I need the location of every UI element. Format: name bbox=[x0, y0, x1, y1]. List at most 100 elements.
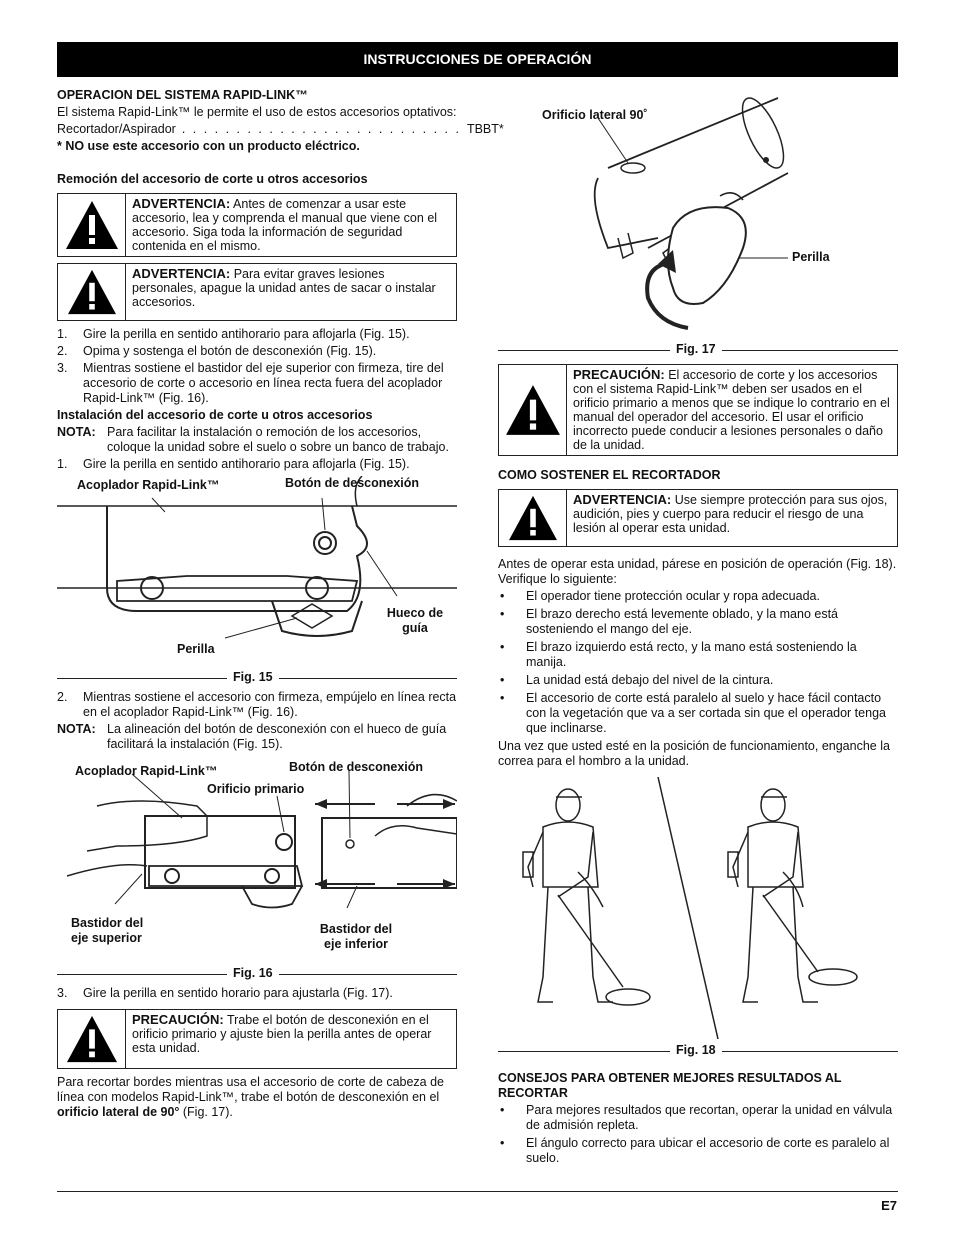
section-header: INSTRUCCIONES DE OPERACIÓN bbox=[57, 42, 898, 77]
warning-label: ADVERTENCIA: bbox=[573, 492, 672, 507]
warning-icon bbox=[499, 365, 567, 455]
caution-text: Trabe el botón de desconexión en el orif… bbox=[132, 1013, 432, 1055]
warning-label: ADVERTENCIA: bbox=[132, 266, 231, 281]
step-text: Gire la perilla en sentido horario para … bbox=[83, 986, 393, 1000]
holding-checklist: •El operador tiene protección ocular y r… bbox=[498, 589, 898, 736]
section-title-install: Instalación del accesorio de corte u otr… bbox=[57, 408, 373, 422]
list-item: 2.Mientras sostiene el accesorio con fir… bbox=[57, 690, 457, 720]
list-item: •El brazo derecho está levemente oblado,… bbox=[498, 607, 898, 637]
warning-icon bbox=[499, 490, 567, 546]
fig15-caption-row: Fig. 15 bbox=[57, 670, 457, 686]
caution-text: El accesorio de corte y los accesorios c… bbox=[573, 368, 890, 452]
knob-illustration bbox=[593, 97, 789, 330]
fig16-caption-row: Fig. 16 bbox=[57, 966, 457, 982]
edging-bold: orificio lateral de 90° bbox=[57, 1105, 180, 1119]
label-side-hole: Orificio lateral 90˚ bbox=[542, 108, 648, 122]
figure-caption: Fig. 16 bbox=[227, 966, 279, 981]
warning-icon bbox=[58, 264, 126, 320]
install-illustration bbox=[66, 770, 458, 909]
label-lower-shaft: Bastidor del eje inferior bbox=[319, 922, 393, 951]
footer-divider bbox=[57, 1191, 898, 1192]
list-item: •El accesorio de corte está paralelo al … bbox=[498, 691, 898, 736]
figure-caption: Fig. 15 bbox=[227, 670, 279, 685]
edging-paragraph: Para recortar bordes mientras usa el acc… bbox=[57, 1075, 457, 1120]
step-text: Gire la perilla en sentido antihorario p… bbox=[83, 457, 410, 471]
bullet-text: Para mejores resultados que recortan, op… bbox=[526, 1103, 893, 1132]
label-guide-slot: Hueco de guía bbox=[386, 606, 444, 635]
warning-icon bbox=[58, 1010, 126, 1068]
step-number: 1. bbox=[57, 457, 68, 471]
figure-16: Acoplador Rapid-Link™ Botón de desconexi… bbox=[57, 756, 458, 962]
warning-text: Para evitar graves lesiones personales, … bbox=[132, 267, 436, 309]
note-text: Para facilitar la instalación o remoción… bbox=[107, 425, 449, 454]
fig17-caption-row: Fig. 17 bbox=[498, 342, 898, 358]
holding-intro: Antes de operar esta unidad, párese en p… bbox=[498, 557, 897, 586]
operator-figure-left bbox=[522, 788, 651, 1006]
operator-illustration bbox=[522, 776, 858, 1040]
list-item: •El operador tiene protección ocular y r… bbox=[500, 589, 820, 603]
label-release-button: Botón de desconexión bbox=[285, 476, 420, 490]
step-number: 3. bbox=[57, 361, 68, 375]
figure-15: Acoplador Rapid-Link™ Botón de desconexi… bbox=[57, 475, 457, 666]
warning-box-1: ADVERTENCIA: Antes de comenzar a usar es… bbox=[57, 193, 457, 257]
note-label: NOTA: bbox=[57, 722, 96, 736]
note-1: NOTA: Para facilitar la instalación o rem… bbox=[57, 425, 457, 455]
accessory-note: * NO use este accesorio con un producto … bbox=[57, 139, 360, 153]
accessory-dots: . . . . . . . . . . . . . . . . . . . . … bbox=[181, 122, 461, 136]
label-release-button: Botón de desconexión bbox=[289, 760, 424, 774]
list-item: 1. Gire la perilla en sentido antihorario… bbox=[57, 457, 457, 472]
caution-box-2: PRECAUCIÓN: El accesorio de corte y los … bbox=[498, 364, 898, 456]
step-number: 2. bbox=[57, 690, 68, 704]
note-2: NOTA: La alineación del botón de desconex… bbox=[57, 722, 457, 752]
holding-outro: Una vez que usted esté en la posición de… bbox=[498, 739, 890, 768]
figure-caption: Fig. 18 bbox=[670, 1043, 722, 1058]
list-item: 1. Gire la perilla en sentido antihorario… bbox=[57, 327, 457, 342]
note-label: NOTA: bbox=[57, 425, 96, 439]
section-title-rapid-link: OPERACION DEL SISTEMA RAPID-LINK™ bbox=[57, 88, 308, 102]
accessory-code: TBBT* bbox=[466, 122, 504, 136]
bullet-text: El brazo derecho está levemente oblado, … bbox=[526, 607, 838, 636]
warning-text: Antes de comenzar a usar este accesorio,… bbox=[132, 197, 438, 253]
label-upper-shaft: Bastidor del eje superior bbox=[71, 916, 144, 945]
step-number: 1. bbox=[57, 327, 68, 341]
figure-caption: Fig. 17 bbox=[670, 342, 722, 357]
page-number: E7 bbox=[881, 1198, 897, 1213]
fig18-caption-row: Fig. 18 bbox=[498, 1043, 898, 1059]
warning-box-3: ADVERTENCIA: Use siempre protección para… bbox=[498, 489, 898, 547]
warning-text: Use siempre protección para sus ojos, au… bbox=[573, 493, 888, 535]
right-column: Orificio lateral 90˚ Perilla Fig. 17 PRE… bbox=[498, 88, 898, 1169]
bullet-text: El operador tiene protección ocular y ro… bbox=[526, 589, 820, 603]
list-item: •El ángulo correcto para ubicar el acces… bbox=[498, 1136, 898, 1166]
step-text: Gire la perilla en sentido antihorario p… bbox=[83, 327, 410, 341]
list-item: •La unidad está debajo del nivel de la c… bbox=[500, 673, 774, 687]
list-item: 2. Opima y sostenga el botón de desconexi… bbox=[57, 344, 457, 359]
accessory-line: Recortador/Aspirador . . . . . . . . . .… bbox=[57, 122, 504, 137]
step-number: 3. bbox=[57, 986, 68, 1000]
step-number: 2. bbox=[57, 344, 68, 358]
section-title-removal: Remoción del accesorio de corte u otros … bbox=[57, 172, 368, 186]
tips-list: •Para mejores resultados que recortan, o… bbox=[498, 1103, 898, 1166]
section-title-tips: CONSEJOS PARA OBTENER MEJORES RESULTADOS… bbox=[498, 1071, 842, 1100]
bullet-text: El brazo izquierdo está recto, y la mano… bbox=[526, 640, 857, 669]
list-item: •Para mejores resultados que recortan, o… bbox=[498, 1103, 898, 1133]
warning-icon bbox=[58, 194, 126, 256]
operator-figure-right bbox=[727, 788, 858, 1003]
label-knob: Perilla bbox=[177, 642, 215, 656]
list-item: 3. Mientras sostiene el bastidor del eje … bbox=[57, 361, 457, 406]
edging-text: Para recortar bordes mientras usa el acc… bbox=[57, 1075, 445, 1104]
bullet-text: El ángulo correcto para ubicar el acceso… bbox=[526, 1136, 890, 1165]
section-title-holding: COMO SOSTENER EL RECORTADOR bbox=[498, 468, 721, 482]
bullet-text: El accesorio de corte está paralelo al s… bbox=[526, 691, 886, 735]
left-column: OPERACION DEL SISTEMA RAPID-LINK™ El sis… bbox=[57, 88, 504, 1122]
note-text: La alineación del botón de desconexión c… bbox=[107, 722, 447, 751]
caution-label: PRECAUCIÓN: bbox=[573, 367, 665, 382]
label-primary-hole: Orificio primario bbox=[207, 782, 305, 796]
figure-17: Orificio lateral 90˚ Perilla bbox=[498, 88, 898, 338]
label-coupler: Acoplador Rapid-Link™ bbox=[77, 478, 220, 492]
label-knob: Perilla bbox=[792, 250, 830, 264]
warning-box-2: ADVERTENCIA: Para evitar graves lesiones… bbox=[57, 263, 457, 321]
bullet-text: La unidad está debajo del nivel de la ci… bbox=[526, 673, 774, 687]
step-text: Opima y sostenga el botón de desconexión… bbox=[83, 344, 377, 358]
step-text: Mientras sostiene el bastidor del eje su… bbox=[83, 361, 444, 405]
edging-text-end: (Fig. 17). bbox=[179, 1105, 233, 1119]
